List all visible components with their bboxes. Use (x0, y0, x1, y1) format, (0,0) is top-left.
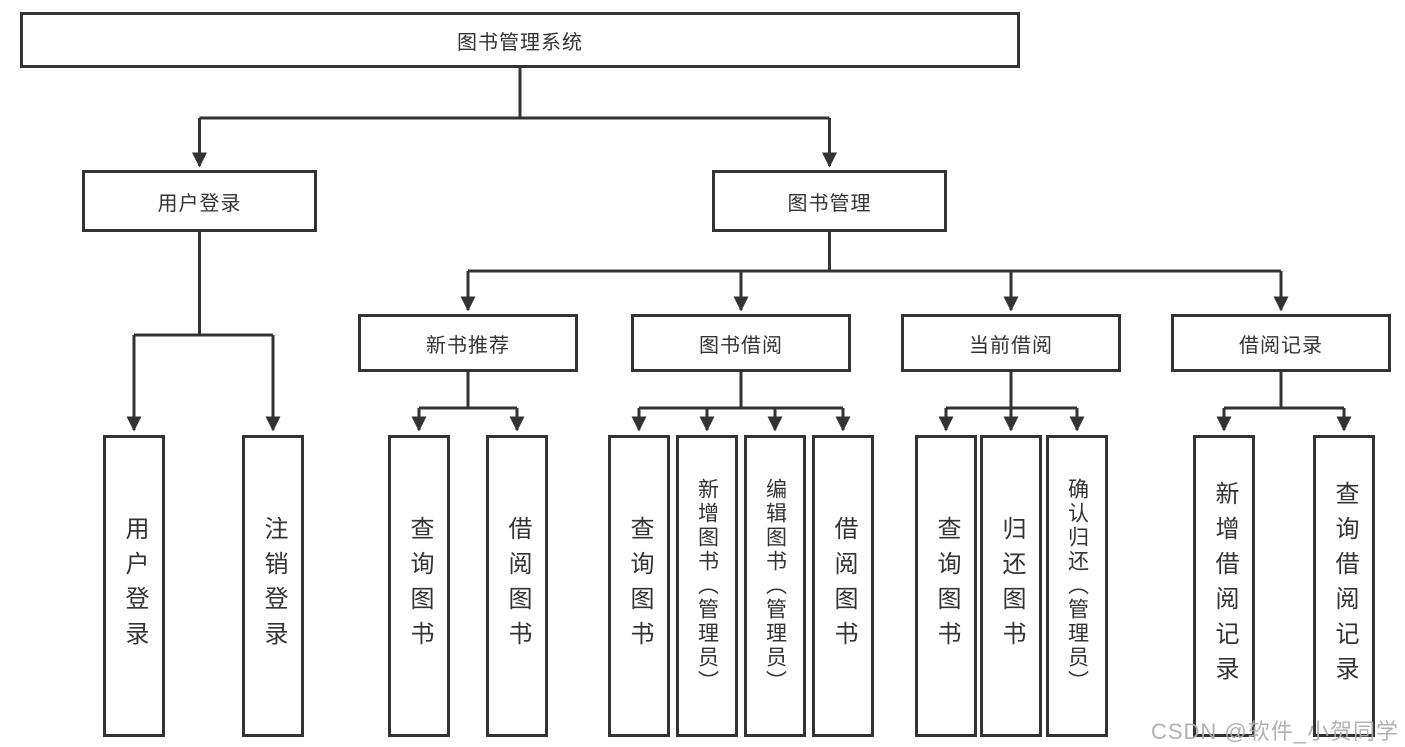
leaf-borrow-books: 借阅图书 (812, 435, 874, 737)
node-label: 借阅记录 (1239, 334, 1323, 357)
leaf-add-borrow-record: 新增借阅记录 (1193, 435, 1255, 737)
leaf-label: 归还图书 (998, 516, 1025, 656)
leaf-label: 新增借阅记录 (1211, 481, 1238, 691)
leaf-add-books-admin: 新增图书（管理员） (676, 435, 738, 737)
leaf-label: 查询借阅记录 (1331, 481, 1358, 691)
node-label: 当前借阅 (969, 334, 1053, 357)
node-library-management-system: 图书管理系统 (20, 12, 1020, 68)
leaf-logout: 注销登录 (242, 435, 304, 737)
leaf-confirm-return-admin: 确认归还（管理员） (1046, 435, 1108, 737)
leaf-edit-books-admin: 编辑图书（管理员） (744, 435, 806, 737)
leaf-label: 用户登录 (121, 516, 148, 656)
node-label: 用户登录 (157, 192, 242, 215)
leaf-label: 注销登录 (260, 516, 287, 656)
leaf-label: 借阅图书 (830, 516, 857, 656)
node-book-borrowing: 图书借阅 (631, 314, 851, 372)
node-book-management: 图书管理 (712, 170, 947, 232)
node-new-book-recommendation: 新书推荐 (358, 314, 578, 372)
leaf-label: 查询图书 (406, 516, 433, 656)
leaf-query-books-borrow: 查询图书 (608, 435, 670, 737)
leaf-label: 新增图书（管理员） (695, 478, 719, 694)
node-label: 图书管理 (787, 192, 872, 215)
leaf-borrow-books-recommend: 借阅图书 (486, 435, 548, 737)
node-label: 新书推荐 (426, 334, 510, 357)
leaf-return-books: 归还图书 (980, 435, 1042, 737)
leaf-label: 查询图书 (626, 516, 653, 656)
csdn-watermark: CSDN @软件_小贺同学 (1150, 719, 1399, 744)
leaf-label: 确认归还（管理员） (1065, 478, 1089, 694)
leaf-query-books-current: 查询图书 (915, 435, 977, 737)
leaf-label: 借阅图书 (504, 516, 531, 656)
node-user-login: 用户登录 (82, 170, 317, 232)
node-current-borrowing: 当前借阅 (901, 314, 1121, 372)
leaf-user-login: 用户登录 (103, 435, 165, 737)
leaf-query-books-recommend: 查询图书 (388, 435, 450, 737)
node-label: 图书管理系统 (457, 31, 583, 54)
leaf-label: 编辑图书（管理员） (763, 478, 787, 694)
node-label: 图书借阅 (699, 334, 783, 357)
leaf-query-borrow-record: 查询借阅记录 (1313, 435, 1375, 737)
leaf-label: 查询图书 (933, 516, 960, 656)
node-borrowing-records: 借阅记录 (1171, 314, 1391, 372)
